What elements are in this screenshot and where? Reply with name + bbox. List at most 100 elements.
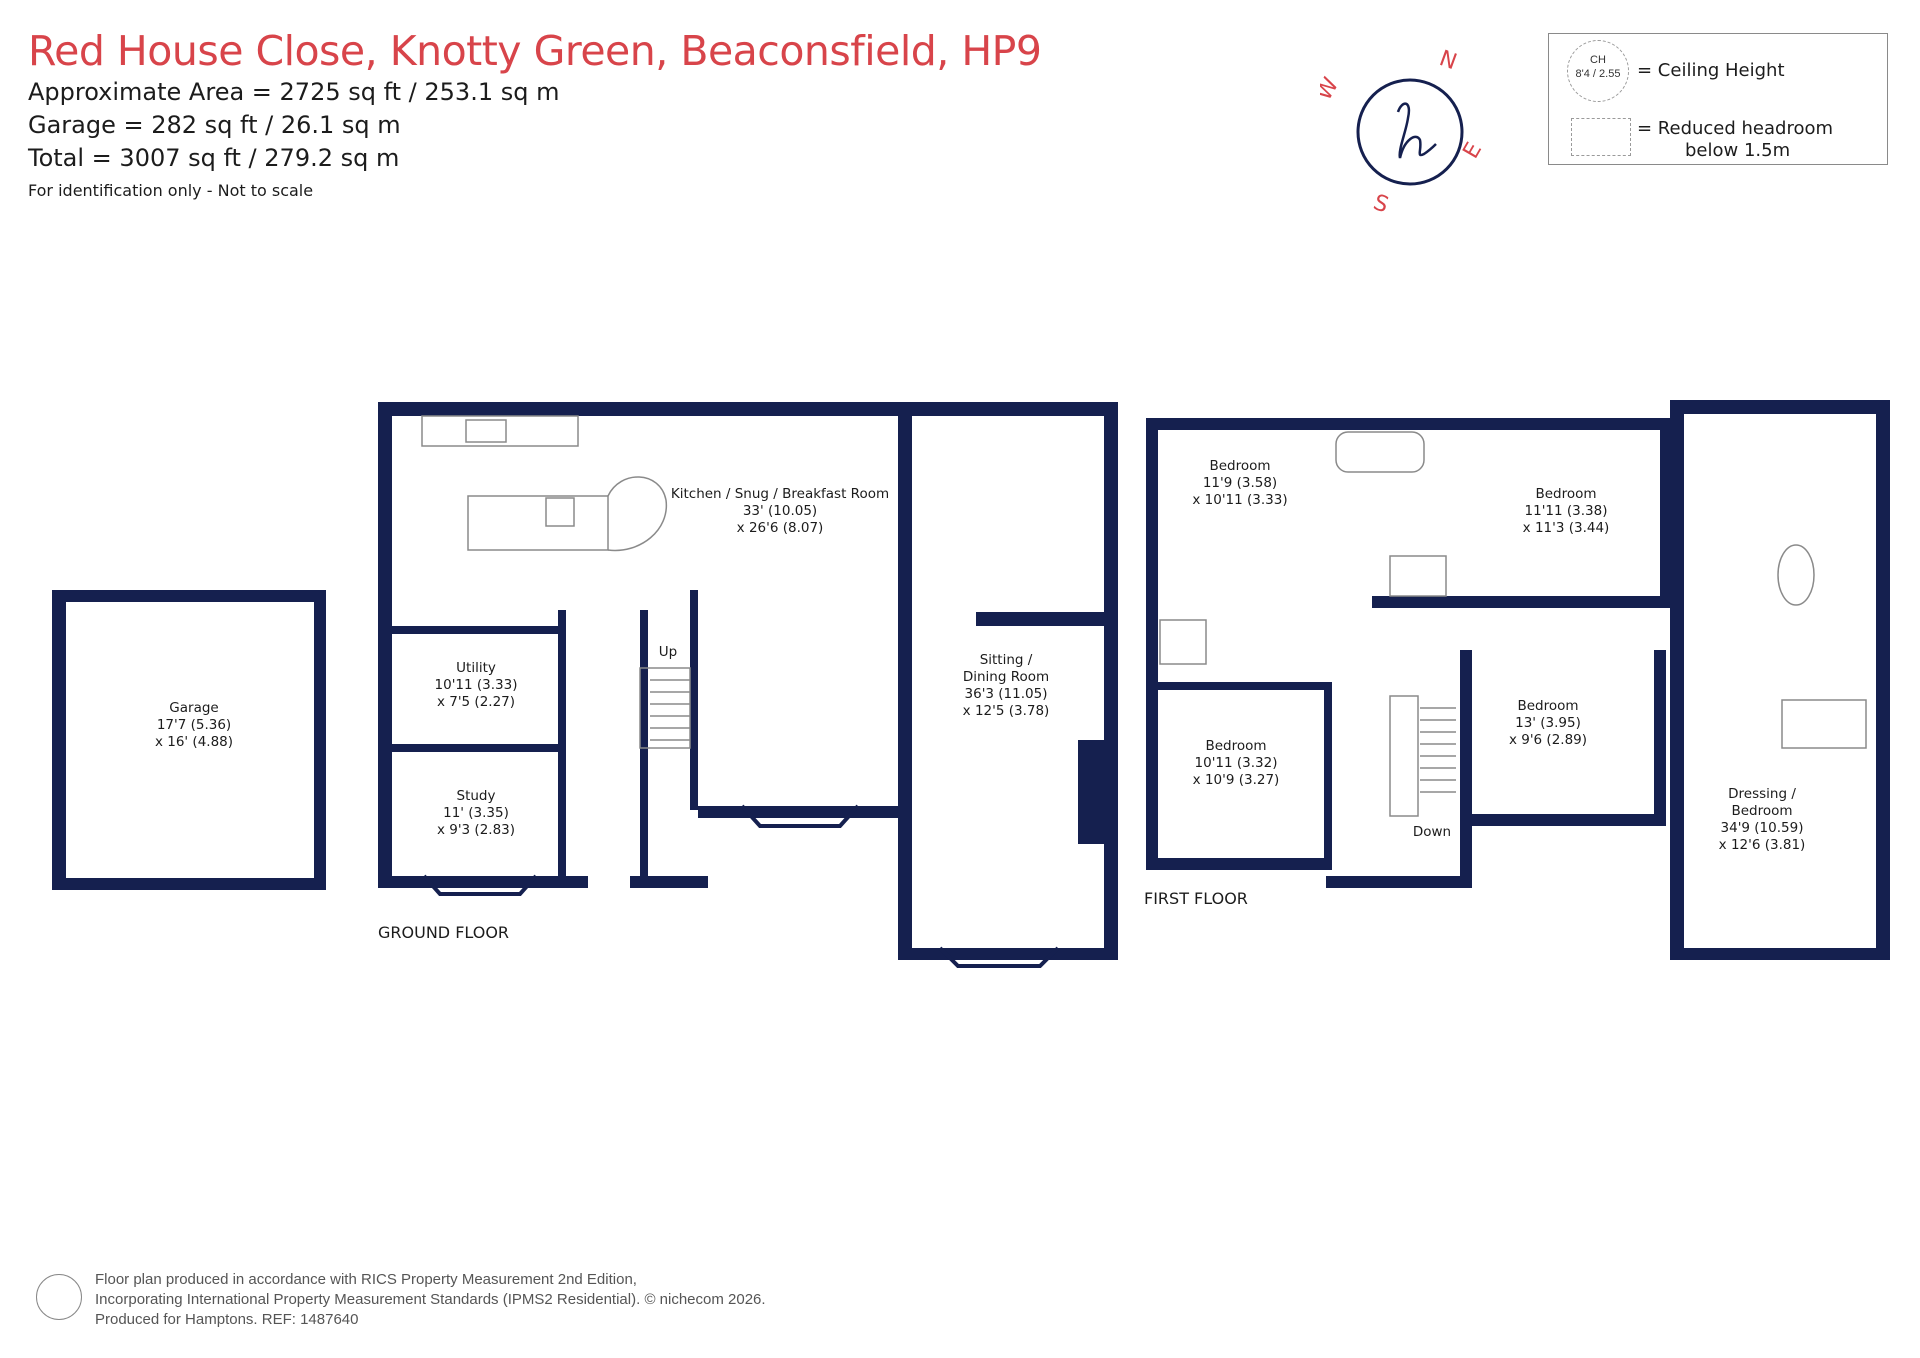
gf-fireplace <box>1078 740 1104 844</box>
ff-wall-landing-bottom <box>1326 876 1468 888</box>
header: Red House Close, Knotty Green, Beaconsfi… <box>28 26 1042 200</box>
bed3-dim1: 10'11 (3.32) <box>1195 755 1278 771</box>
gf-wall-divider <box>898 402 912 960</box>
bath-2-icon <box>1777 544 1815 606</box>
bed4-name: Bedroom <box>1517 698 1578 714</box>
ff-wall-bed2-bottom <box>1372 596 1672 608</box>
ff-wall-dressing-left <box>1670 400 1684 960</box>
staircase-ground <box>639 667 691 749</box>
ff-wall-left <box>1146 418 1158 868</box>
ff-wall-top-left <box>1146 418 1466 430</box>
shower-3-icon <box>1781 699 1867 749</box>
utility-wall-top <box>392 626 566 634</box>
dressing-name-2: Bedroom <box>1731 803 1792 819</box>
ch-label: CH <box>1590 54 1606 66</box>
gf-wall-sitting-bottom <box>898 948 1118 960</box>
cloak-wall <box>690 590 698 810</box>
ff-wall-bed2-right <box>1660 418 1672 608</box>
person-icon <box>36 1274 82 1320</box>
utility-dim2: x 7'5 (2.27) <box>437 694 515 710</box>
bay-window-study <box>422 874 538 896</box>
shower-2-icon <box>1159 619 1207 665</box>
garage-wall-right <box>314 590 326 890</box>
footer-line-1: Floor plan produced in accordance with R… <box>95 1271 637 1288</box>
bed3-dim2: x 10'9 (3.27) <box>1193 772 1280 788</box>
ff-wall-top-right <box>1670 400 1890 414</box>
garage-wall-bottom <box>52 878 326 890</box>
kitchen-worktop <box>421 415 579 447</box>
garage-name: Garage <box>169 700 218 716</box>
sink-icon <box>465 419 507 443</box>
staircase-landing <box>1389 695 1419 817</box>
footer: Floor plan produced in accordance with R… <box>95 1270 766 1330</box>
approximate-area: Approximate Area = 2725 sq ft / 253.1 sq… <box>28 78 560 106</box>
kitchen-name: Kitchen / Snug / Breakfast Room <box>671 486 889 502</box>
bed1-dim1: 11'9 (3.58) <box>1203 475 1277 491</box>
stairs-up-label: Up <box>659 644 677 660</box>
property-title: Red House Close, Knotty Green, Beaconsfi… <box>28 27 1042 75</box>
bed3-name: Bedroom <box>1205 738 1266 754</box>
ff-wall-bed4-left <box>1460 650 1472 888</box>
utility-name: Utility <box>456 660 496 676</box>
garage-dim2: x 16' (4.88) <box>155 734 233 750</box>
study-dim1: 11' (3.35) <box>443 805 509 821</box>
garage-wall-left <box>52 590 66 890</box>
ch-value: 8'4 / 2.55 <box>1575 68 1621 80</box>
garage-wall-top <box>52 590 326 602</box>
ff-wall-bed3-top <box>1158 682 1328 690</box>
footer-line-2: Incorporating International Property Mea… <box>95 1291 766 1308</box>
ceiling-height-label: = Ceiling Height <box>1637 60 1785 81</box>
ff-wall-bottom-left <box>1146 858 1326 870</box>
ff-wall-bottom-right <box>1670 948 1890 960</box>
gf-wall-right <box>1104 402 1118 960</box>
bath-icon <box>1335 431 1425 473</box>
bed2-name: Bedroom <box>1535 486 1596 502</box>
bed1-dim2: x 10'11 (3.33) <box>1192 492 1287 508</box>
sitting-dim2: x 12'5 (3.78) <box>963 703 1050 719</box>
footer-line-3: Produced for Hamptons. REF: 1487640 <box>95 1311 359 1328</box>
bed4-dim2: x 9'6 (2.89) <box>1509 732 1587 748</box>
gf-wall-bay <box>698 806 898 818</box>
sitting-dim1: 36'3 (11.05) <box>965 686 1048 702</box>
stair-treads-first <box>1420 707 1456 793</box>
bed2-dim1: 11'11 (3.38) <box>1525 503 1608 519</box>
gf-wall-left <box>378 402 392 888</box>
sitting-name-2: Dining Room <box>963 669 1049 685</box>
ff-wall-right <box>1876 400 1890 960</box>
legend: CH 8'4 / 2.55 = Ceiling Height = Reduced… <box>1548 33 1888 165</box>
total-area: Total = 3007 sq ft / 279.2 sq m <box>28 144 400 172</box>
fixtures <box>421 415 1867 968</box>
study-dim2: x 9'3 (2.83) <box>437 822 515 838</box>
scale-note: For identification only - Not to scale <box>28 181 314 200</box>
stair-treads <box>650 679 690 741</box>
gf-wall-bottom-mid <box>630 876 708 888</box>
utility-wall-right <box>558 610 566 886</box>
compass-logo: N E S W <box>1320 46 1487 218</box>
first-floor-label: FIRST FLOOR <box>1144 889 1248 908</box>
dressing-name-1: Dressing / <box>1728 786 1796 802</box>
bed1-name: Bedroom <box>1209 458 1270 474</box>
bed4-dim1: 13' (3.95) <box>1515 715 1581 731</box>
ff-wall-bed4-bottom <box>1460 814 1664 826</box>
sitting-name-1: Sitting / <box>980 652 1033 668</box>
study-name: Study <box>457 788 496 804</box>
kitchen-island <box>467 495 609 551</box>
kitchen-dim2: x 26'6 (8.07) <box>737 520 824 536</box>
breakfast-bar <box>607 476 668 552</box>
dressing-dim2: x 12'6 (3.81) <box>1719 837 1806 853</box>
bay-window-sitting <box>938 946 1060 968</box>
ff-wall-top-mid <box>1466 418 1672 430</box>
ground-floor-label: GROUND FLOOR <box>378 923 509 942</box>
compass-ring <box>1356 78 1464 186</box>
bed2-dim2: x 11'3 (3.44) <box>1523 520 1610 536</box>
gf-wall-bottom-left <box>378 876 588 888</box>
dressing-dim1: 34'9 (10.59) <box>1721 820 1804 836</box>
utility-wall-bottom <box>392 744 566 752</box>
logo-icon <box>1396 102 1437 159</box>
gf-wall-top <box>378 402 1118 416</box>
garage-area: Garage = 282 sq ft / 26.1 sq m <box>28 111 401 139</box>
reduced-headroom-label-2: below 1.5m <box>1685 140 1791 161</box>
ceiling-height-icon: CH 8'4 / 2.55 <box>1567 40 1629 102</box>
shower-icon <box>1389 555 1447 597</box>
